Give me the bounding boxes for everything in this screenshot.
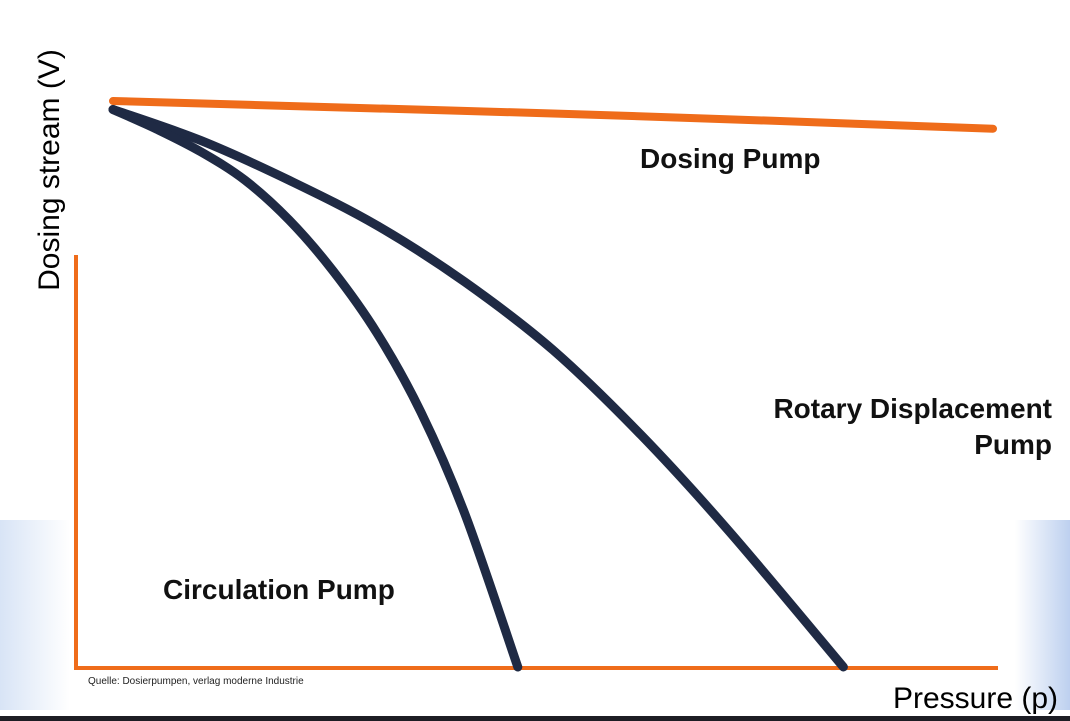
series-line-dosing-pump [109,97,997,133]
series-label-rotary-displacement-pump: Rotary Displacement Pump [773,393,1052,460]
series-label-dosing-pump: Dosing Pump [640,143,821,174]
y-axis-label: Dosing stream (V) [33,49,66,291]
right-glow-decoration [1015,520,1070,710]
series-group [108,97,997,672]
series-line-circulation-pump [108,105,523,672]
left-glow-decoration [0,520,70,710]
x-axis-label: Pressure (p) [892,682,1058,715]
series-label-circulation-pump: Circulation Pump [163,574,395,605]
source-note: Quelle: Dosierpumpen, verlag moderne Ind… [88,676,304,687]
bottom-border [0,716,1070,721]
series-line-rotary-displacement-pump [108,105,848,672]
